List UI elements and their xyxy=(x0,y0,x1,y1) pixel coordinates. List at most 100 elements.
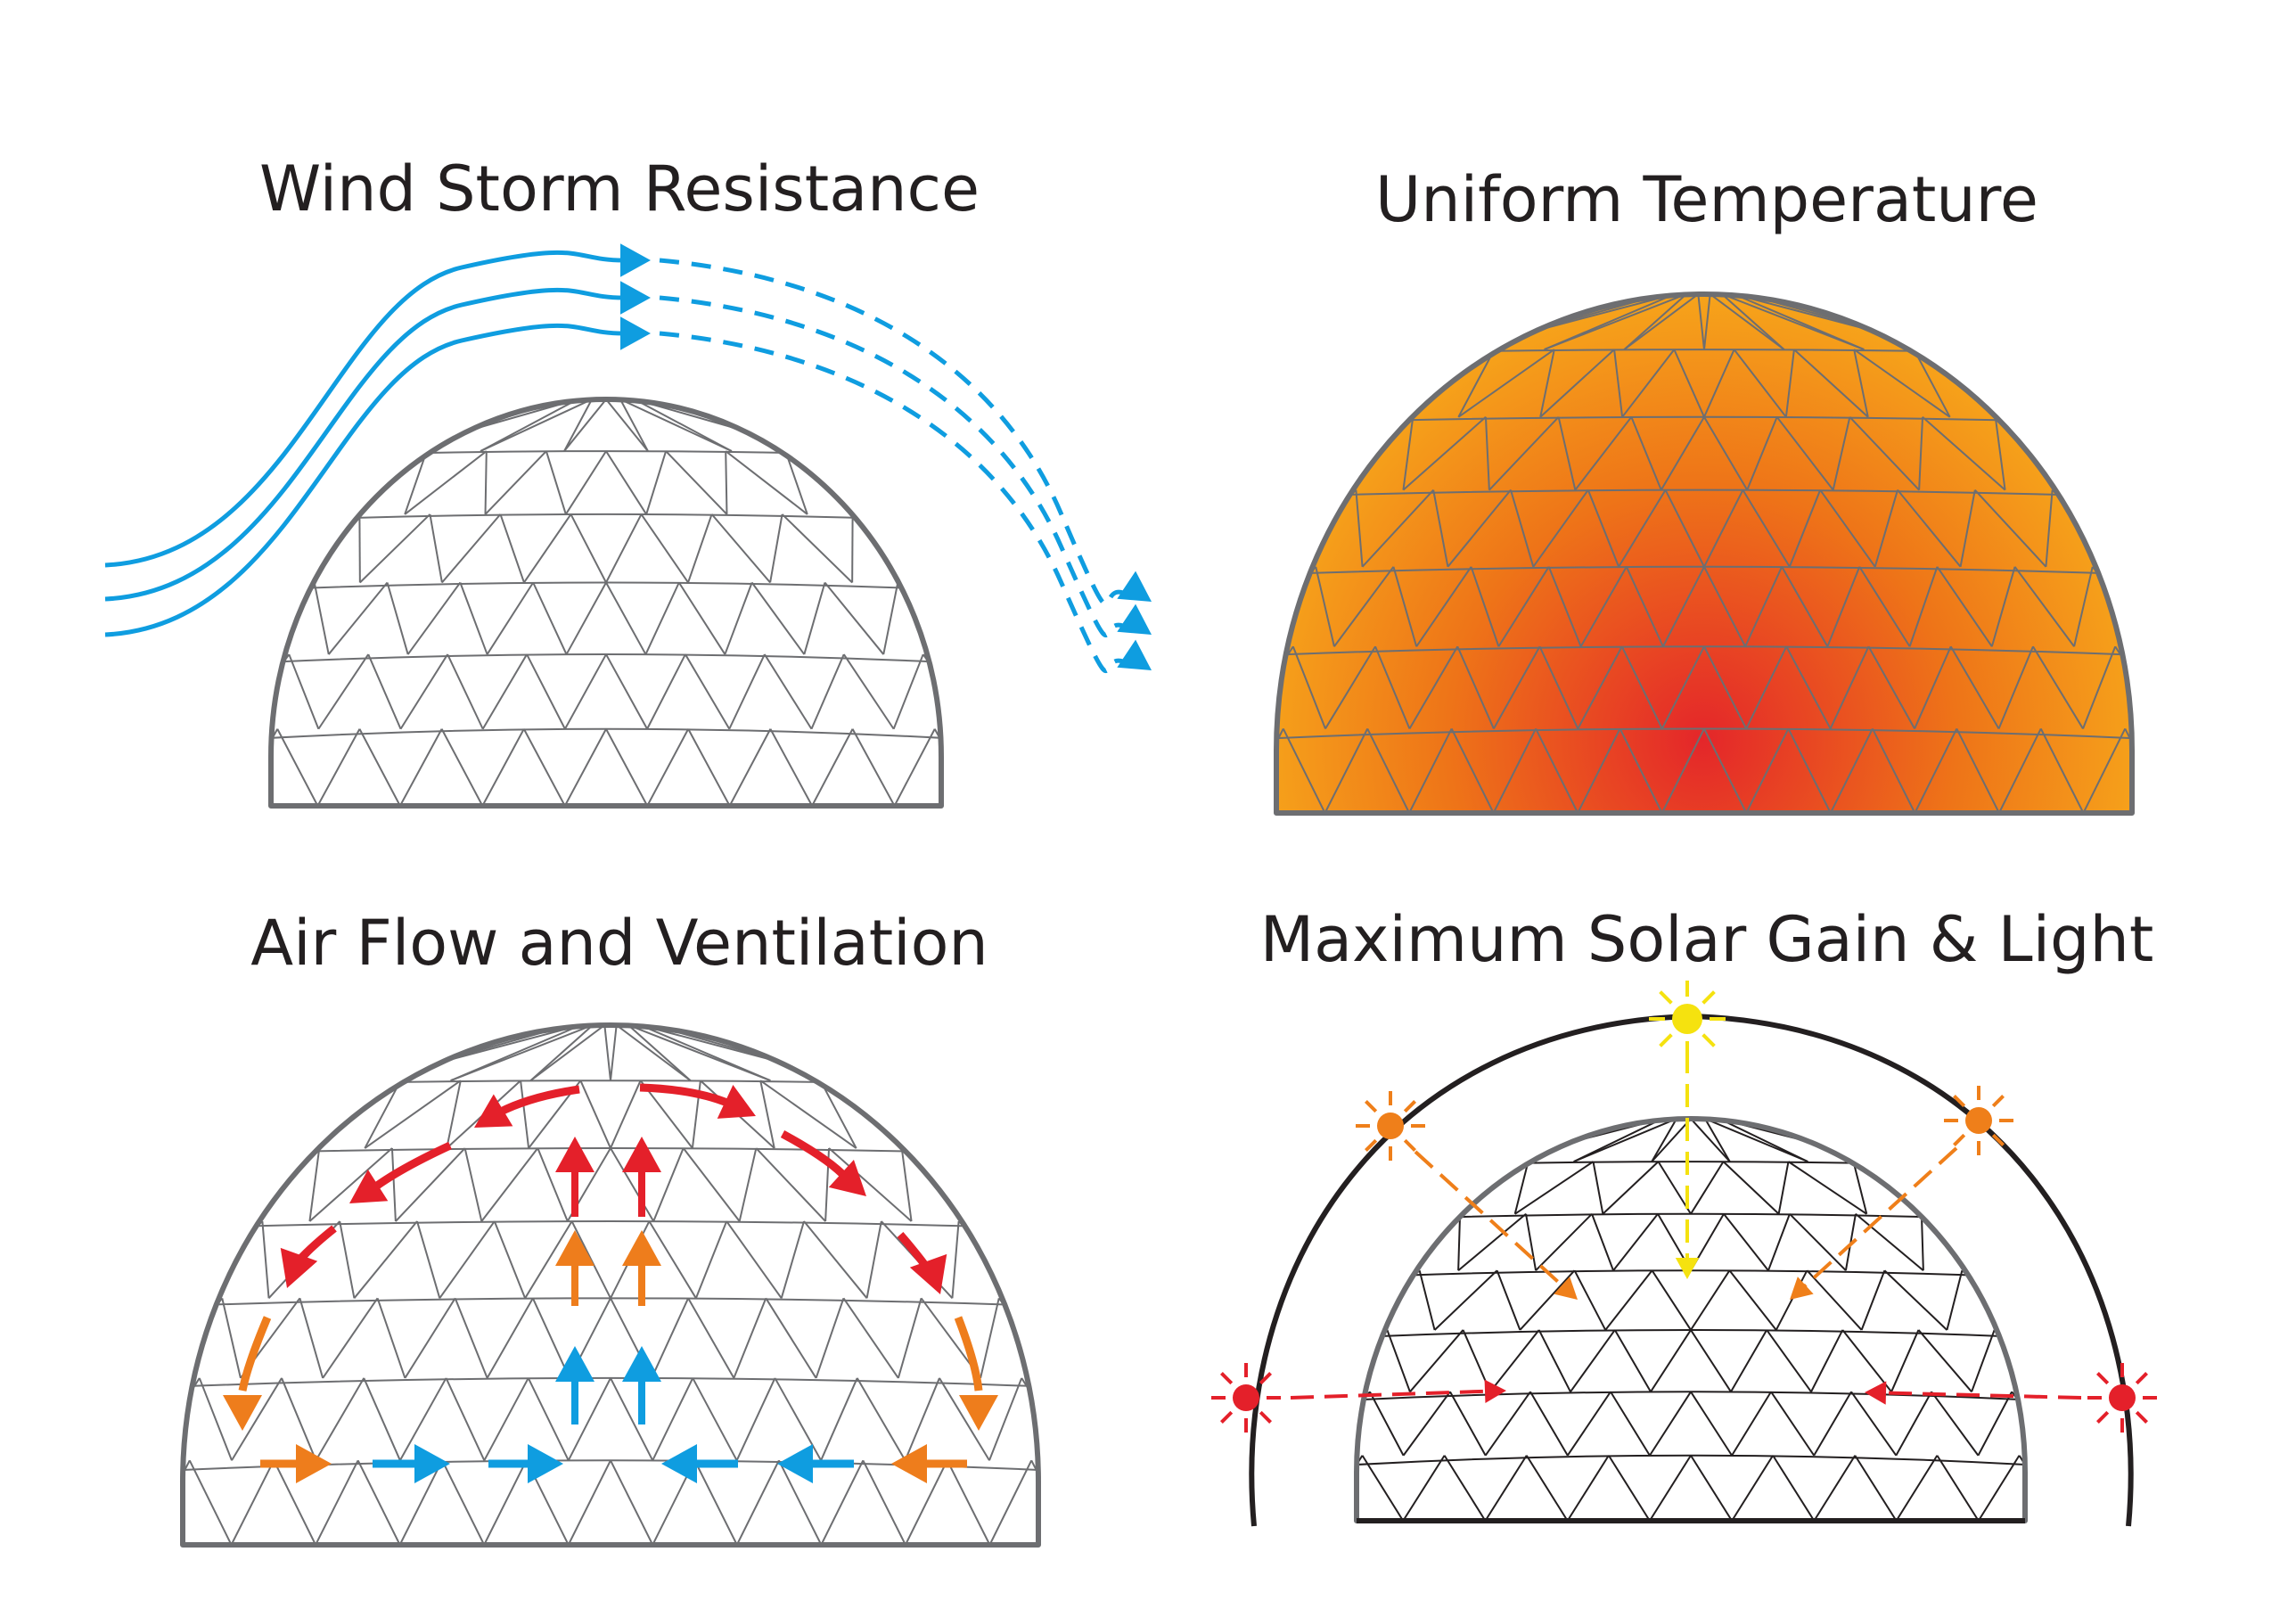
sun-icon xyxy=(1965,1107,1992,1134)
lattice-strut xyxy=(1918,416,1924,490)
lattice-strut xyxy=(893,728,936,806)
lattice-strut xyxy=(1703,645,1748,729)
lattice-strut xyxy=(1690,1455,1733,1521)
lattice-strut xyxy=(1730,1329,1768,1392)
lattice-strut xyxy=(1366,728,1410,813)
lattice-strut xyxy=(1854,1455,1898,1521)
lattice-strut xyxy=(1813,1391,1852,1457)
lattice-strut xyxy=(619,399,733,452)
lattice-strut xyxy=(1651,1119,1692,1162)
lattice-strut xyxy=(1529,1391,1569,1457)
lattice-strut xyxy=(1392,566,1418,647)
lattice-strut xyxy=(687,1297,735,1379)
lattice-strut xyxy=(531,1297,570,1379)
sun-ray xyxy=(1220,1372,1234,1385)
lattice-strut xyxy=(364,1080,402,1149)
lattice-strut xyxy=(1971,1329,1996,1392)
lattice-strut xyxy=(447,653,484,730)
lattice-strut xyxy=(610,1080,642,1149)
temperature-panel xyxy=(1199,291,2135,816)
sun-ray xyxy=(1991,1133,2005,1146)
lattice-strut xyxy=(261,1220,270,1299)
lattice-strut xyxy=(223,1147,248,1222)
solar-rays xyxy=(1290,1050,2082,1405)
lattice-strut xyxy=(665,450,728,515)
lattice-strut xyxy=(1895,1391,1932,1457)
lattice-strut xyxy=(484,451,488,514)
lattice-strut xyxy=(1673,349,1705,418)
lattice-strut xyxy=(1369,1391,1405,1457)
arrow-icon xyxy=(555,1137,594,1172)
lattice-strut xyxy=(1386,1329,1411,1392)
lattice-strut xyxy=(1787,1161,1867,1215)
lattice-strut xyxy=(976,654,1003,729)
lattice-strut xyxy=(523,513,572,584)
lattice-strut xyxy=(694,1220,728,1299)
lattice-strut xyxy=(316,728,361,806)
lattice-strut xyxy=(1604,1269,1653,1331)
lattice-strut xyxy=(1199,728,1241,813)
sun-ray xyxy=(1259,1372,1272,1385)
lattice-strut xyxy=(1450,728,1495,813)
lattice-ring xyxy=(1325,489,2083,497)
airflow-dome-outline xyxy=(180,1022,1041,1548)
lattice-strut xyxy=(2032,645,2084,729)
solar-dome-outline xyxy=(1354,1116,2028,1523)
lattice-strut xyxy=(780,1220,805,1299)
lattice-strut xyxy=(1280,1456,1321,1521)
arrow-icon xyxy=(1790,1277,1814,1300)
lattice-strut xyxy=(1539,349,1555,418)
lattice-strut xyxy=(1922,416,2006,491)
lattice-strut xyxy=(842,653,895,730)
lattice-strut xyxy=(1620,645,1663,729)
lattice-strut xyxy=(726,1220,783,1299)
lattice-strut xyxy=(353,1220,418,1299)
lattice-ring xyxy=(406,450,807,455)
lattice-strut xyxy=(527,1377,570,1461)
panel-title-temperature: Uniform Temperature xyxy=(1375,163,2038,236)
lattice-strut xyxy=(445,1377,486,1461)
lattice-ring xyxy=(232,1220,989,1228)
lattice-strut xyxy=(1408,728,1453,813)
lattice-strut xyxy=(1573,1269,1607,1331)
lattice-strut xyxy=(1936,566,1993,647)
lattice-strut xyxy=(687,728,731,806)
lattice-strut xyxy=(532,582,568,655)
lattice-strut xyxy=(1361,1455,1405,1521)
lattice-strut xyxy=(1731,1391,1772,1457)
arrow-icon xyxy=(620,243,651,277)
lattice-strut xyxy=(1917,1329,1972,1392)
lattice-strut xyxy=(973,1147,998,1222)
arrow-icon xyxy=(1117,571,1152,602)
lattice-strut xyxy=(1704,1119,1808,1163)
lattice-strut xyxy=(1994,416,2006,490)
lattice-strut xyxy=(1913,349,1951,418)
lattice-strut xyxy=(1525,1213,1538,1271)
lattice-strut xyxy=(1457,349,1555,418)
arrow-icon xyxy=(223,1395,262,1431)
lattice-strut xyxy=(610,1025,618,1081)
lattice-strut xyxy=(564,653,607,730)
lattice-strut xyxy=(1852,1161,1868,1215)
lattice-strut xyxy=(1860,1269,1886,1331)
lattice-strut xyxy=(646,653,686,730)
lattice-strut xyxy=(1630,416,1662,491)
lattice-strut xyxy=(416,1220,441,1299)
lattice-strut xyxy=(1573,1119,1663,1163)
lattice-strut xyxy=(522,728,566,806)
lattice-strut xyxy=(1826,566,1861,647)
lattice-strut xyxy=(980,1298,1000,1379)
wind-panel xyxy=(104,243,1152,809)
lattice-strut xyxy=(481,653,528,730)
lattice-strut xyxy=(648,1220,697,1299)
sun-noon xyxy=(1649,981,1726,1057)
sun-afternoon xyxy=(1944,1086,2013,1155)
lattice-strut xyxy=(317,653,370,730)
sun-ray xyxy=(1953,1095,1966,1108)
lattice-strut xyxy=(1908,566,1939,647)
arrow-icon xyxy=(661,1444,697,1483)
lattice-strut xyxy=(1418,1269,1436,1331)
lattice-strut xyxy=(605,582,647,655)
sun-ray xyxy=(2096,1410,2110,1424)
